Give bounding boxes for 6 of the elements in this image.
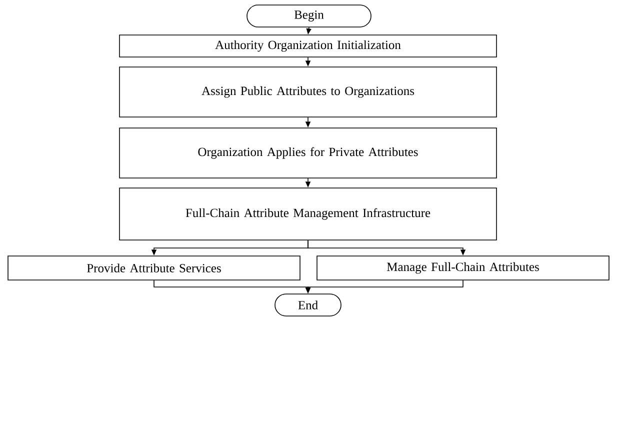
process-box: Full-Chain Attribute Management Infrastructure xyxy=(119,188,497,240)
process-box: Provide Attribute Services xyxy=(8,256,300,280)
process-box: Organization Applies for Private Attributes xyxy=(119,128,497,178)
process-box: Assign Public Attributes to Organizations xyxy=(119,66,497,118)
process-box: Authority Organization Initialization xyxy=(119,34,497,58)
process-box: Manage Full-Chain Attributes xyxy=(316,256,610,280)
